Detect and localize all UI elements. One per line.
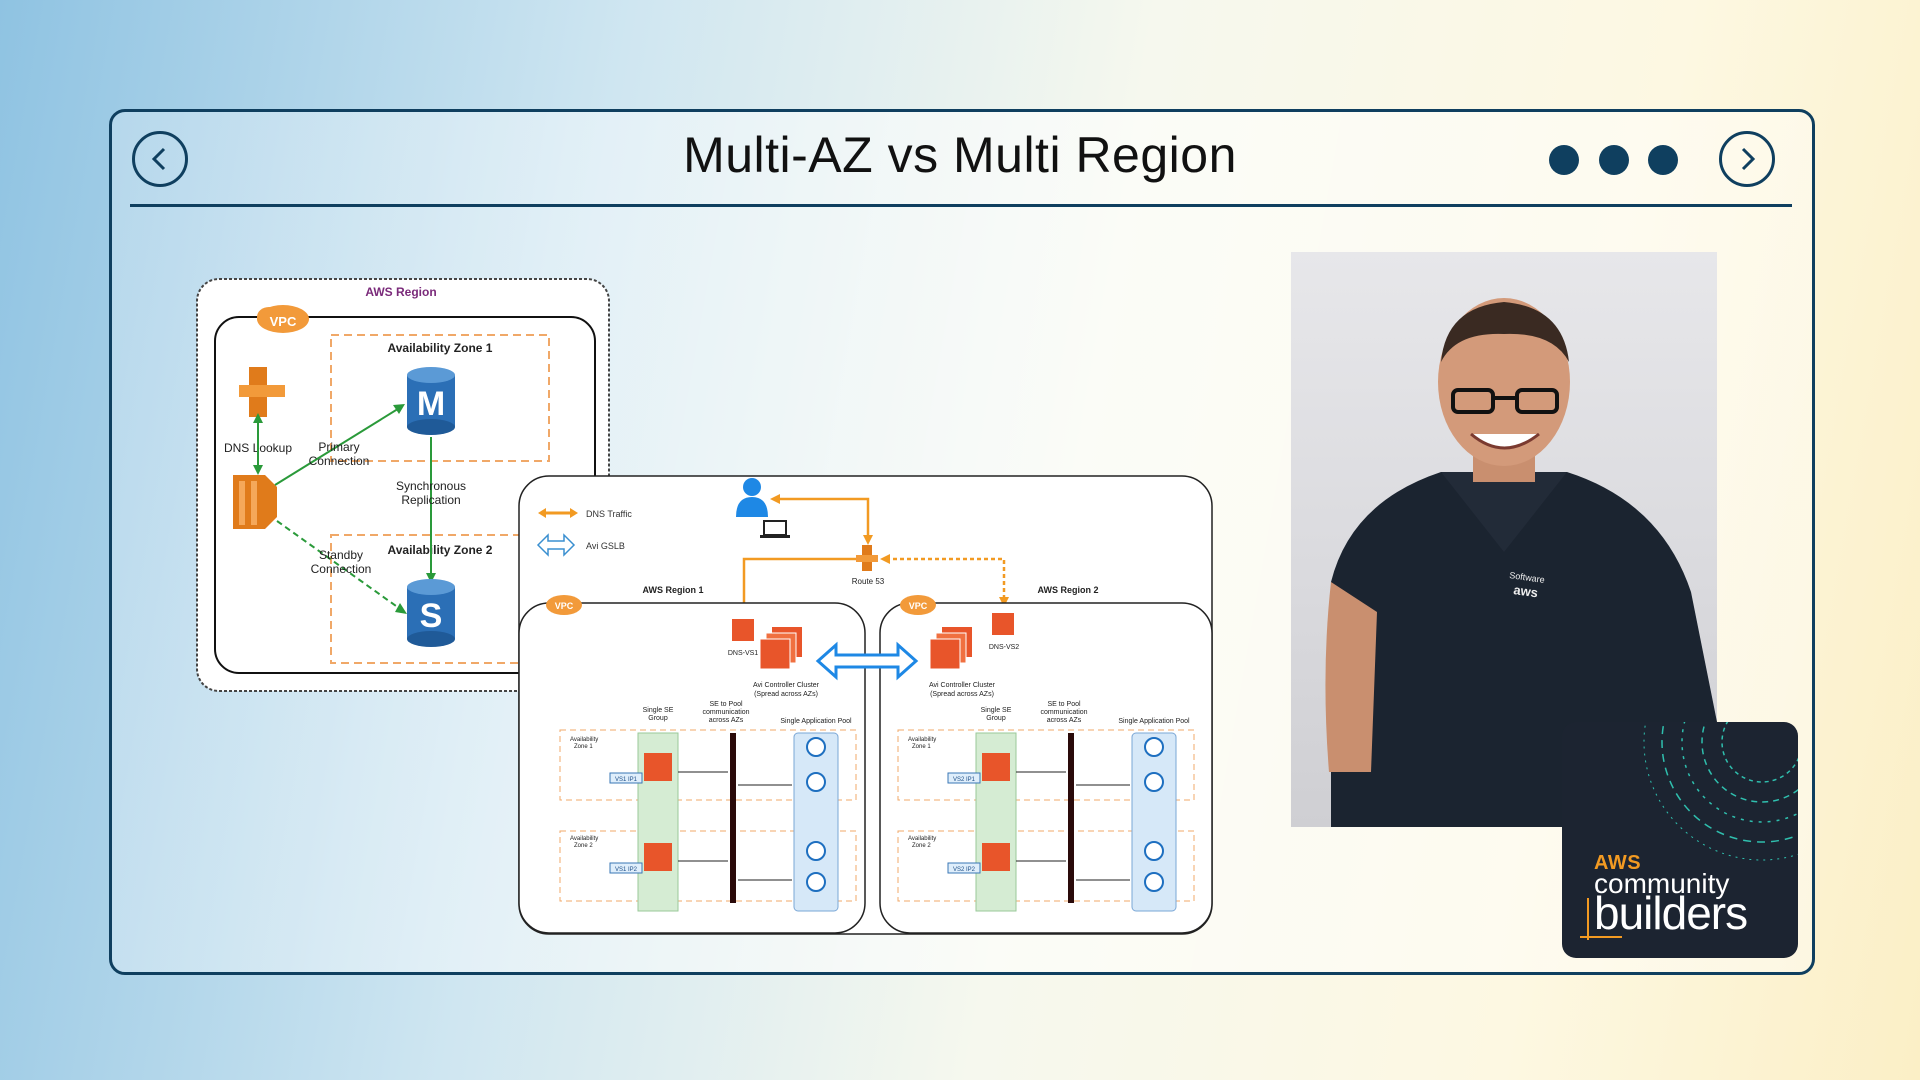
svg-text:communication: communication bbox=[1040, 709, 1087, 716]
gslb-legend-icon bbox=[536, 533, 576, 557]
svg-text:aws: aws bbox=[1513, 582, 1539, 600]
route53-label: Route 53 bbox=[852, 577, 885, 586]
svg-text:VS2 IP1: VS2 IP1 bbox=[953, 777, 976, 783]
svg-text:communication: communication bbox=[702, 709, 749, 716]
ec2-instance-icon bbox=[233, 475, 277, 529]
region1-detail: Single SE Group SE to Pool communication… bbox=[559, 701, 857, 912]
chevron-left-icon bbox=[151, 147, 166, 171]
svg-text:Single SE: Single SE bbox=[643, 707, 674, 714]
dns-traffic-legend-icon bbox=[538, 508, 578, 518]
svg-text:Avi Controller Cluster: Avi Controller Cluster bbox=[753, 682, 820, 689]
region2-label: AWS Region 2 bbox=[1037, 585, 1098, 595]
legend-avi-gslb: Avi GSLB bbox=[586, 541, 625, 551]
sync-replication-label: Synchronous bbox=[396, 479, 466, 493]
svg-text:Zone 1: Zone 1 bbox=[574, 744, 593, 750]
svg-text:Zone 2: Zone 2 bbox=[912, 843, 931, 849]
title-divider bbox=[130, 204, 1792, 207]
badge-builders-text: builders bbox=[1594, 887, 1748, 939]
vpc-cloud-icon: VPC bbox=[546, 595, 582, 615]
svg-text:Zone 1: Zone 1 bbox=[912, 744, 931, 750]
multi-region-diagram: DNS Traffic Avi GSLB Route 53 VPC VPC AW… bbox=[518, 475, 1213, 935]
vpc-cloud-icon: VPC bbox=[900, 595, 936, 615]
az1-label: Availability Zone 1 bbox=[388, 341, 493, 355]
region-label: AWS Region bbox=[365, 285, 436, 299]
svg-text:Group: Group bbox=[648, 715, 668, 722]
svg-text:(Spread across AZs): (Spread across AZs) bbox=[930, 691, 994, 698]
svg-text:across AZs: across AZs bbox=[1047, 717, 1082, 724]
svg-text:Connection: Connection bbox=[311, 562, 372, 576]
pager-dot bbox=[1648, 145, 1678, 175]
region1-label: AWS Region 1 bbox=[642, 585, 703, 595]
chevron-right-icon bbox=[1741, 147, 1756, 171]
region2-detail: Single SE Group SE to Pool communication… bbox=[897, 701, 1195, 912]
dns-vs2-icon bbox=[992, 613, 1014, 635]
user-icon bbox=[736, 478, 768, 517]
controller-cluster-icon bbox=[929, 627, 972, 670]
badge-community-text: community bbox=[1594, 868, 1730, 899]
svg-text:Availability: Availability bbox=[908, 737, 936, 743]
svg-text:Single Application Pool: Single Application Pool bbox=[1118, 718, 1190, 725]
svg-text:across AZs: across AZs bbox=[709, 717, 744, 724]
svg-text:Availability: Availability bbox=[908, 836, 936, 842]
svg-text:DNS-VS1: DNS-VS1 bbox=[728, 650, 758, 657]
svg-text:VS1 IP1: VS1 IP1 bbox=[615, 777, 638, 783]
master-db-icon: M bbox=[407, 367, 455, 435]
page-title: Multi-AZ vs Multi Region bbox=[683, 127, 1237, 183]
svg-text:M: M bbox=[417, 385, 445, 423]
controller-cluster-icon bbox=[759, 627, 802, 670]
svg-text:S: S bbox=[420, 597, 443, 635]
legend-dns-traffic: DNS Traffic bbox=[586, 509, 632, 519]
svg-text:Connection: Connection bbox=[309, 454, 370, 468]
svg-text:VS1 IP2: VS1 IP2 bbox=[615, 867, 638, 873]
svg-text:VS2 IP2: VS2 IP2 bbox=[953, 867, 976, 873]
svg-text:SE to Pool: SE to Pool bbox=[1047, 701, 1081, 708]
dns-vs1-icon bbox=[732, 619, 754, 641]
svg-text:(Spread across AZs): (Spread across AZs) bbox=[754, 691, 818, 698]
prev-button[interactable] bbox=[132, 131, 188, 187]
svg-text:DNS-VS2: DNS-VS2 bbox=[989, 644, 1019, 651]
shirt-text: Software bbox=[1509, 570, 1546, 585]
svg-text:SE to Pool: SE to Pool bbox=[709, 701, 743, 708]
vpc-cloud-icon: VPC bbox=[257, 305, 309, 333]
svg-text:Single Application Pool: Single Application Pool bbox=[780, 718, 852, 725]
standby-db-icon: S bbox=[407, 579, 455, 647]
svg-text:VPC: VPC bbox=[909, 601, 928, 611]
svg-text:Replication: Replication bbox=[401, 493, 460, 507]
primary-connection-label: Primary bbox=[318, 440, 359, 454]
svg-text:Group: Group bbox=[986, 715, 1006, 722]
svg-text:Availability: Availability bbox=[570, 836, 598, 842]
az2-label: Availability Zone 2 bbox=[388, 543, 493, 557]
laptop-icon bbox=[760, 520, 790, 538]
svg-text:VPC: VPC bbox=[270, 314, 297, 329]
gslb-sync-arrow-icon bbox=[815, 641, 919, 681]
route53-icon bbox=[239, 367, 285, 417]
svg-text:Zone 2: Zone 2 bbox=[574, 843, 593, 849]
pager-dot bbox=[1549, 145, 1579, 175]
standby-connection-label: Standby bbox=[319, 548, 363, 562]
aws-community-builders-logo: AWS community builders bbox=[1562, 722, 1798, 958]
svg-text:VPC: VPC bbox=[555, 601, 574, 611]
pager-dot bbox=[1599, 145, 1629, 175]
next-button[interactable] bbox=[1719, 131, 1775, 187]
svg-text:Avi Controller Cluster: Avi Controller Cluster bbox=[929, 682, 996, 689]
route53-icon bbox=[856, 545, 878, 571]
svg-text:Availability: Availability bbox=[570, 737, 598, 743]
svg-text:Single SE: Single SE bbox=[981, 707, 1012, 714]
badge-aws-text: AWS bbox=[1594, 852, 1642, 874]
